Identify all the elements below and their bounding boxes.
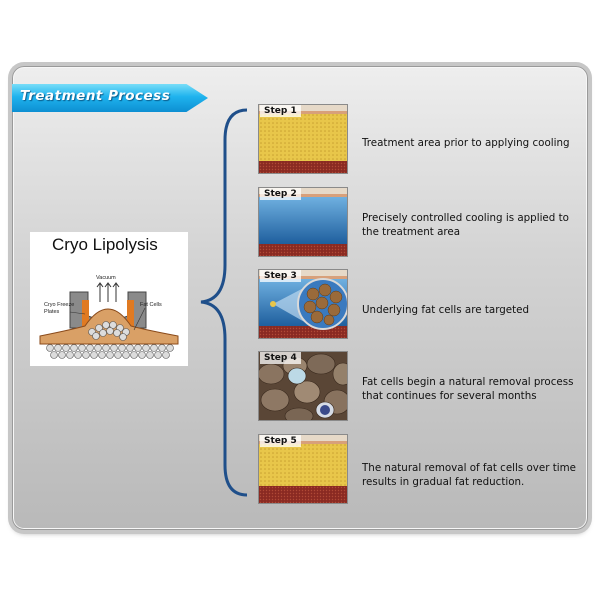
step-5-label: Step 5 [260, 435, 301, 447]
step-2-label: Step 2 [260, 188, 301, 200]
step-3-text: Underlying fat cells are targeted [362, 304, 530, 316]
cryo-lipolysis-illustration: Cryo Lipolysis [30, 232, 188, 366]
section-title: Treatment Process [20, 88, 171, 104]
step-3-label: Step 3 [260, 270, 301, 282]
cryo-diagram-svg [39, 282, 179, 359]
step-2-image: Step 2 [258, 187, 348, 257]
step-2-text: Precisely controlled cooling is applied … [362, 212, 569, 238]
step-4-image: Step 4 [258, 351, 348, 421]
fat-cell-cluster [46, 321, 174, 359]
cryo-plate-left [82, 300, 89, 328]
step-5-image: Step 5 [258, 434, 348, 504]
step-5-text: The natural removal of fat cells over ti… [362, 462, 577, 488]
step-4-text: Fat cells begin a natural removal proces… [362, 376, 574, 402]
step-1-label: Step 1 [260, 105, 301, 117]
cryo-plates-label: Cryo Freeze Plates [44, 302, 75, 315]
vacuum-label: Vacuum [96, 275, 116, 281]
step-1-image: Step 1 [258, 104, 348, 174]
step-3-image: Step 3 [258, 269, 348, 339]
step-4-label: Step 4 [260, 352, 301, 364]
step-1-text: Treatment area prior to applying cooling [362, 137, 570, 149]
section-title-banner: Treatment Process [12, 84, 208, 112]
vacuum-arrows [96, 282, 120, 302]
fat-cells-label: Fat Cells [140, 302, 162, 308]
illustration-title: Cryo Lipolysis [52, 235, 158, 254]
curly-brace [200, 108, 248, 497]
cryo-plate-right [127, 300, 134, 328]
